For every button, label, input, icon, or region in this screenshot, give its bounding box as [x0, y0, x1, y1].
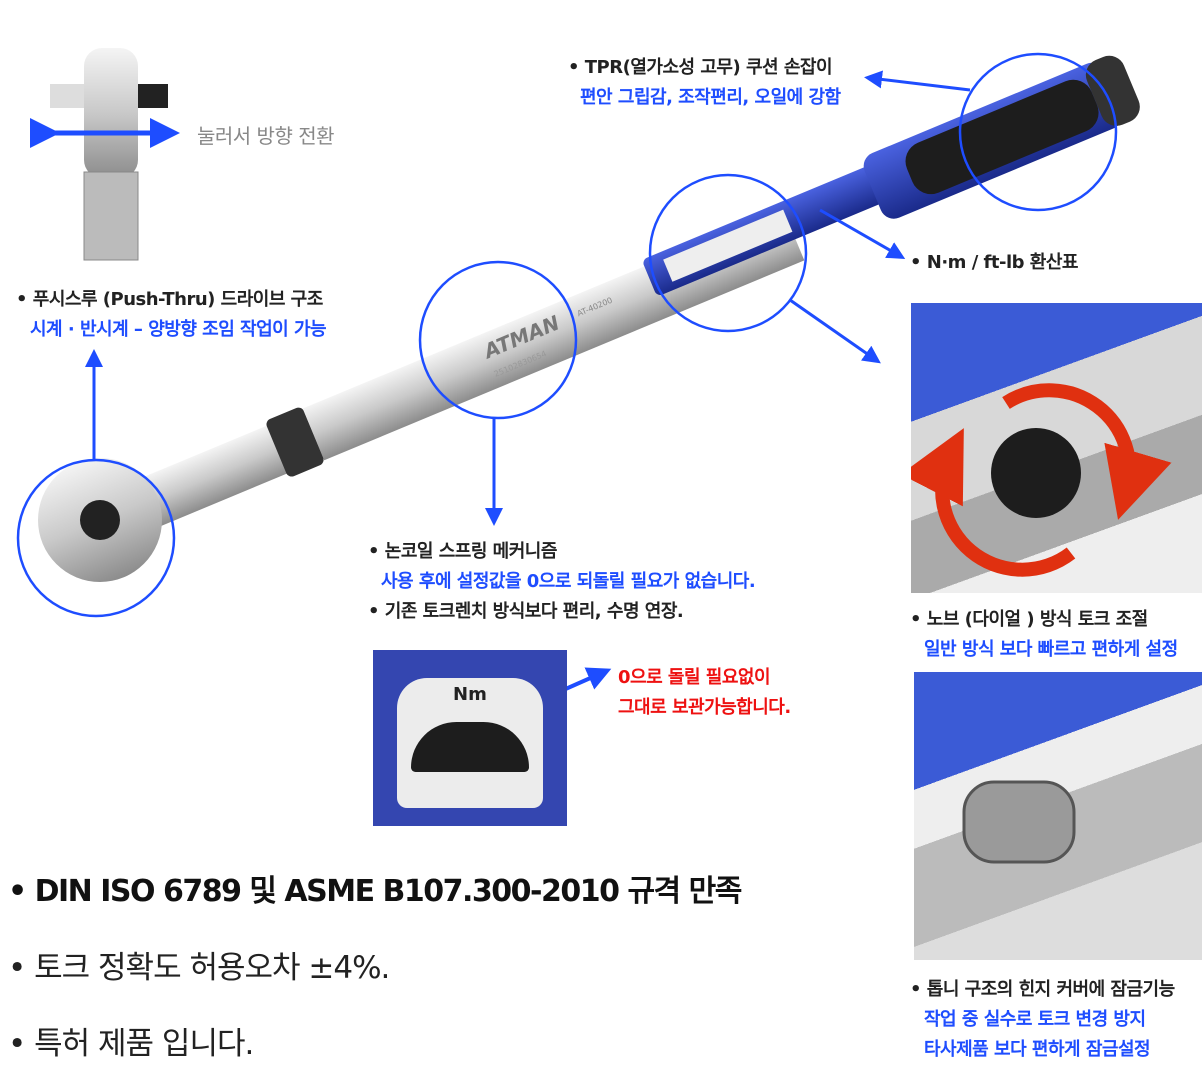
knob-photo: [911, 303, 1202, 593]
dial-note-1: 0으로 돌릴 필요없이: [618, 667, 771, 688]
spec-standard: • DIN ISO 6789 및 ASME B107.300-2010 규격 만…: [8, 874, 742, 909]
spec-patent: • 특허 제품 입니다.: [8, 1026, 254, 1062]
spring-desc: 사용 후에 설정값을 0으로 되돌릴 필요가 없습니다.: [381, 571, 756, 592]
tpr-title: • TPR(열가소성 고무) 쿠션 손잡이: [568, 57, 833, 78]
knob-desc: 일반 방식 보다 빠르고 편하게 설정: [924, 639, 1178, 660]
highlight-circle-spring: [418, 260, 578, 420]
spring-title: • 논코일 스프링 메커니즘: [368, 541, 557, 562]
push-thru-desc: 시계 · 반시계 – 양방향 조임 작업이 가능: [30, 319, 327, 340]
wrench-body: ATMAN AT-40200 25102830654: [38, 55, 1140, 582]
highlight-circle-head: [16, 458, 176, 618]
knob-icon: [991, 428, 1081, 518]
knob-title: • 노브 (다이얼 ) 방식 토크 조절: [910, 609, 1148, 630]
spring-title2: • 기존 토크렌치 방식보다 편리, 수명 연장.: [368, 601, 684, 622]
lock-desc-2: 타사제품 보다 편하게 잠금설정: [924, 1039, 1151, 1060]
push-thru-title: • 푸시스루 (Push-Thru) 드라이브 구조: [16, 289, 323, 310]
dial-note-2: 그대로 보관가능합니다.: [618, 697, 791, 718]
direction-switch-label: 눌러서 방향 전환: [197, 124, 335, 148]
hinge-lock-icon: [962, 780, 1076, 864]
dial-photo: Nm: [373, 650, 567, 826]
ratchet-head-side-view: [50, 48, 168, 261]
hinge-cover-photo: [914, 672, 1202, 960]
highlight-circle-knob: [648, 173, 808, 333]
lock-title: • 톱니 구조의 힌지 커버에 잠금기능: [910, 979, 1175, 1000]
dial-unit: Nm: [453, 684, 487, 705]
highlight-circle-grip: [958, 52, 1118, 212]
conversion-label: • N·m / ft-lb 환산표: [910, 252, 1078, 273]
lock-desc-1: 작업 중 실수로 토크 변경 방지: [924, 1009, 1146, 1030]
tpr-desc: 편안 그립감, 조작편리, 오일에 강함: [580, 87, 841, 108]
spec-accuracy: • 토크 정확도 허용오차 ±4%.: [8, 950, 390, 986]
